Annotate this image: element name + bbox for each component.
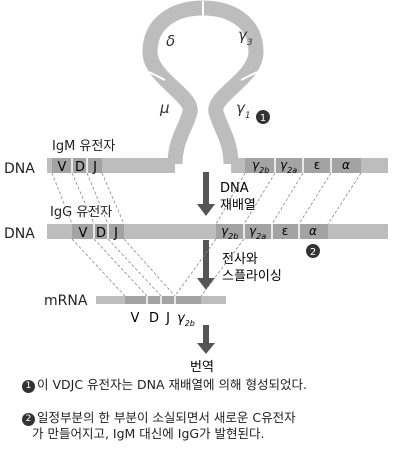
- step2-label-line2: 스플라이싱: [222, 269, 282, 284]
- segment-alpha-igg: α: [309, 224, 317, 238]
- segment-d: D: [75, 160, 85, 175]
- mu-label: μ: [159, 99, 170, 117]
- segment-epsilon: ε: [314, 158, 321, 172]
- marker-1-icon: [256, 110, 270, 124]
- segment-gamma2b: γ2b: [252, 158, 269, 175]
- segment-v-igg: V: [79, 226, 88, 241]
- segment-gamma2a: γ2a: [280, 158, 297, 175]
- delta-label: δ: [166, 32, 175, 50]
- dna-row-igm: DNA IgM 유전자 V D J γ2b γ2a ε α: [4, 139, 388, 177]
- gamma1-label: γ1: [236, 99, 251, 121]
- mrna-row: mRNA V D J γ2b: [44, 293, 226, 328]
- igm-gene-label: IgM 유전자: [52, 139, 115, 154]
- loop-divider: [148, 71, 166, 81]
- translation-label: 번역: [190, 360, 214, 375]
- segment-alpha: α: [342, 158, 350, 172]
- segment-j: J: [92, 160, 97, 175]
- mrna-d: D: [149, 311, 159, 326]
- dna-label-2: DNA: [4, 226, 35, 242]
- dna-row-igg: DNA IgG 유전자 V D J γ2b γ2a ε α 2: [4, 205, 388, 258]
- step2-label-line1: 전사와: [222, 252, 258, 267]
- marker-2-text: 2: [310, 247, 316, 258]
- step1-label-line2: 재배열: [220, 198, 256, 213]
- mrna-j: J: [165, 311, 170, 326]
- loop-divider: [240, 71, 258, 81]
- guide-lines-2: [71, 238, 245, 297]
- dna-label: DNA: [4, 161, 35, 177]
- step1-label-line1: DNA: [220, 181, 249, 196]
- arrow-translation: 번역: [190, 325, 215, 375]
- switch-loop: δ γ3 μ γ1 1: [142, 0, 270, 165]
- segment-v: V: [58, 160, 67, 175]
- vdj-segment: [52, 158, 102, 173]
- gamma3-label: γ3: [238, 26, 253, 48]
- note-1-number-icon: 1: [22, 380, 35, 393]
- note-2-number-icon: 2: [22, 413, 35, 426]
- segment-j-igg: J: [113, 226, 118, 241]
- note-2-text: 일정부분의 한 부분이 소실되면서 새로운 C유전자: [37, 410, 296, 425]
- segment-d-igg: D: [96, 226, 106, 241]
- guide-lines-1: [51, 172, 362, 225]
- marker-2-icon: [306, 244, 320, 258]
- note-1-text: 이 VDJC 유전자는 DNA 재배열에 의해 형성되었다.: [37, 377, 307, 392]
- vdj-segment-igg: [72, 224, 124, 239]
- mrna-label: mRNA: [44, 293, 88, 309]
- mrna-vdjc: [125, 296, 201, 304]
- segment-gamma2b-igg: γ2b: [221, 224, 238, 241]
- igg-gene-label: IgG 유전자: [50, 205, 112, 220]
- mrna-gamma2b: γ2b: [177, 311, 195, 328]
- arrow-dna-rearrangement: DNA 재배열: [197, 172, 256, 216]
- note-2-text-cont: 가 만들어지고, IgM 대신에 IgG가 발현된다.: [32, 426, 265, 441]
- mrna-v: V: [131, 311, 140, 326]
- segment-epsilon-igg: ε: [282, 224, 289, 238]
- marker-1-text: 1: [260, 113, 266, 124]
- segment-gamma2a-igg: γ2a: [249, 224, 266, 241]
